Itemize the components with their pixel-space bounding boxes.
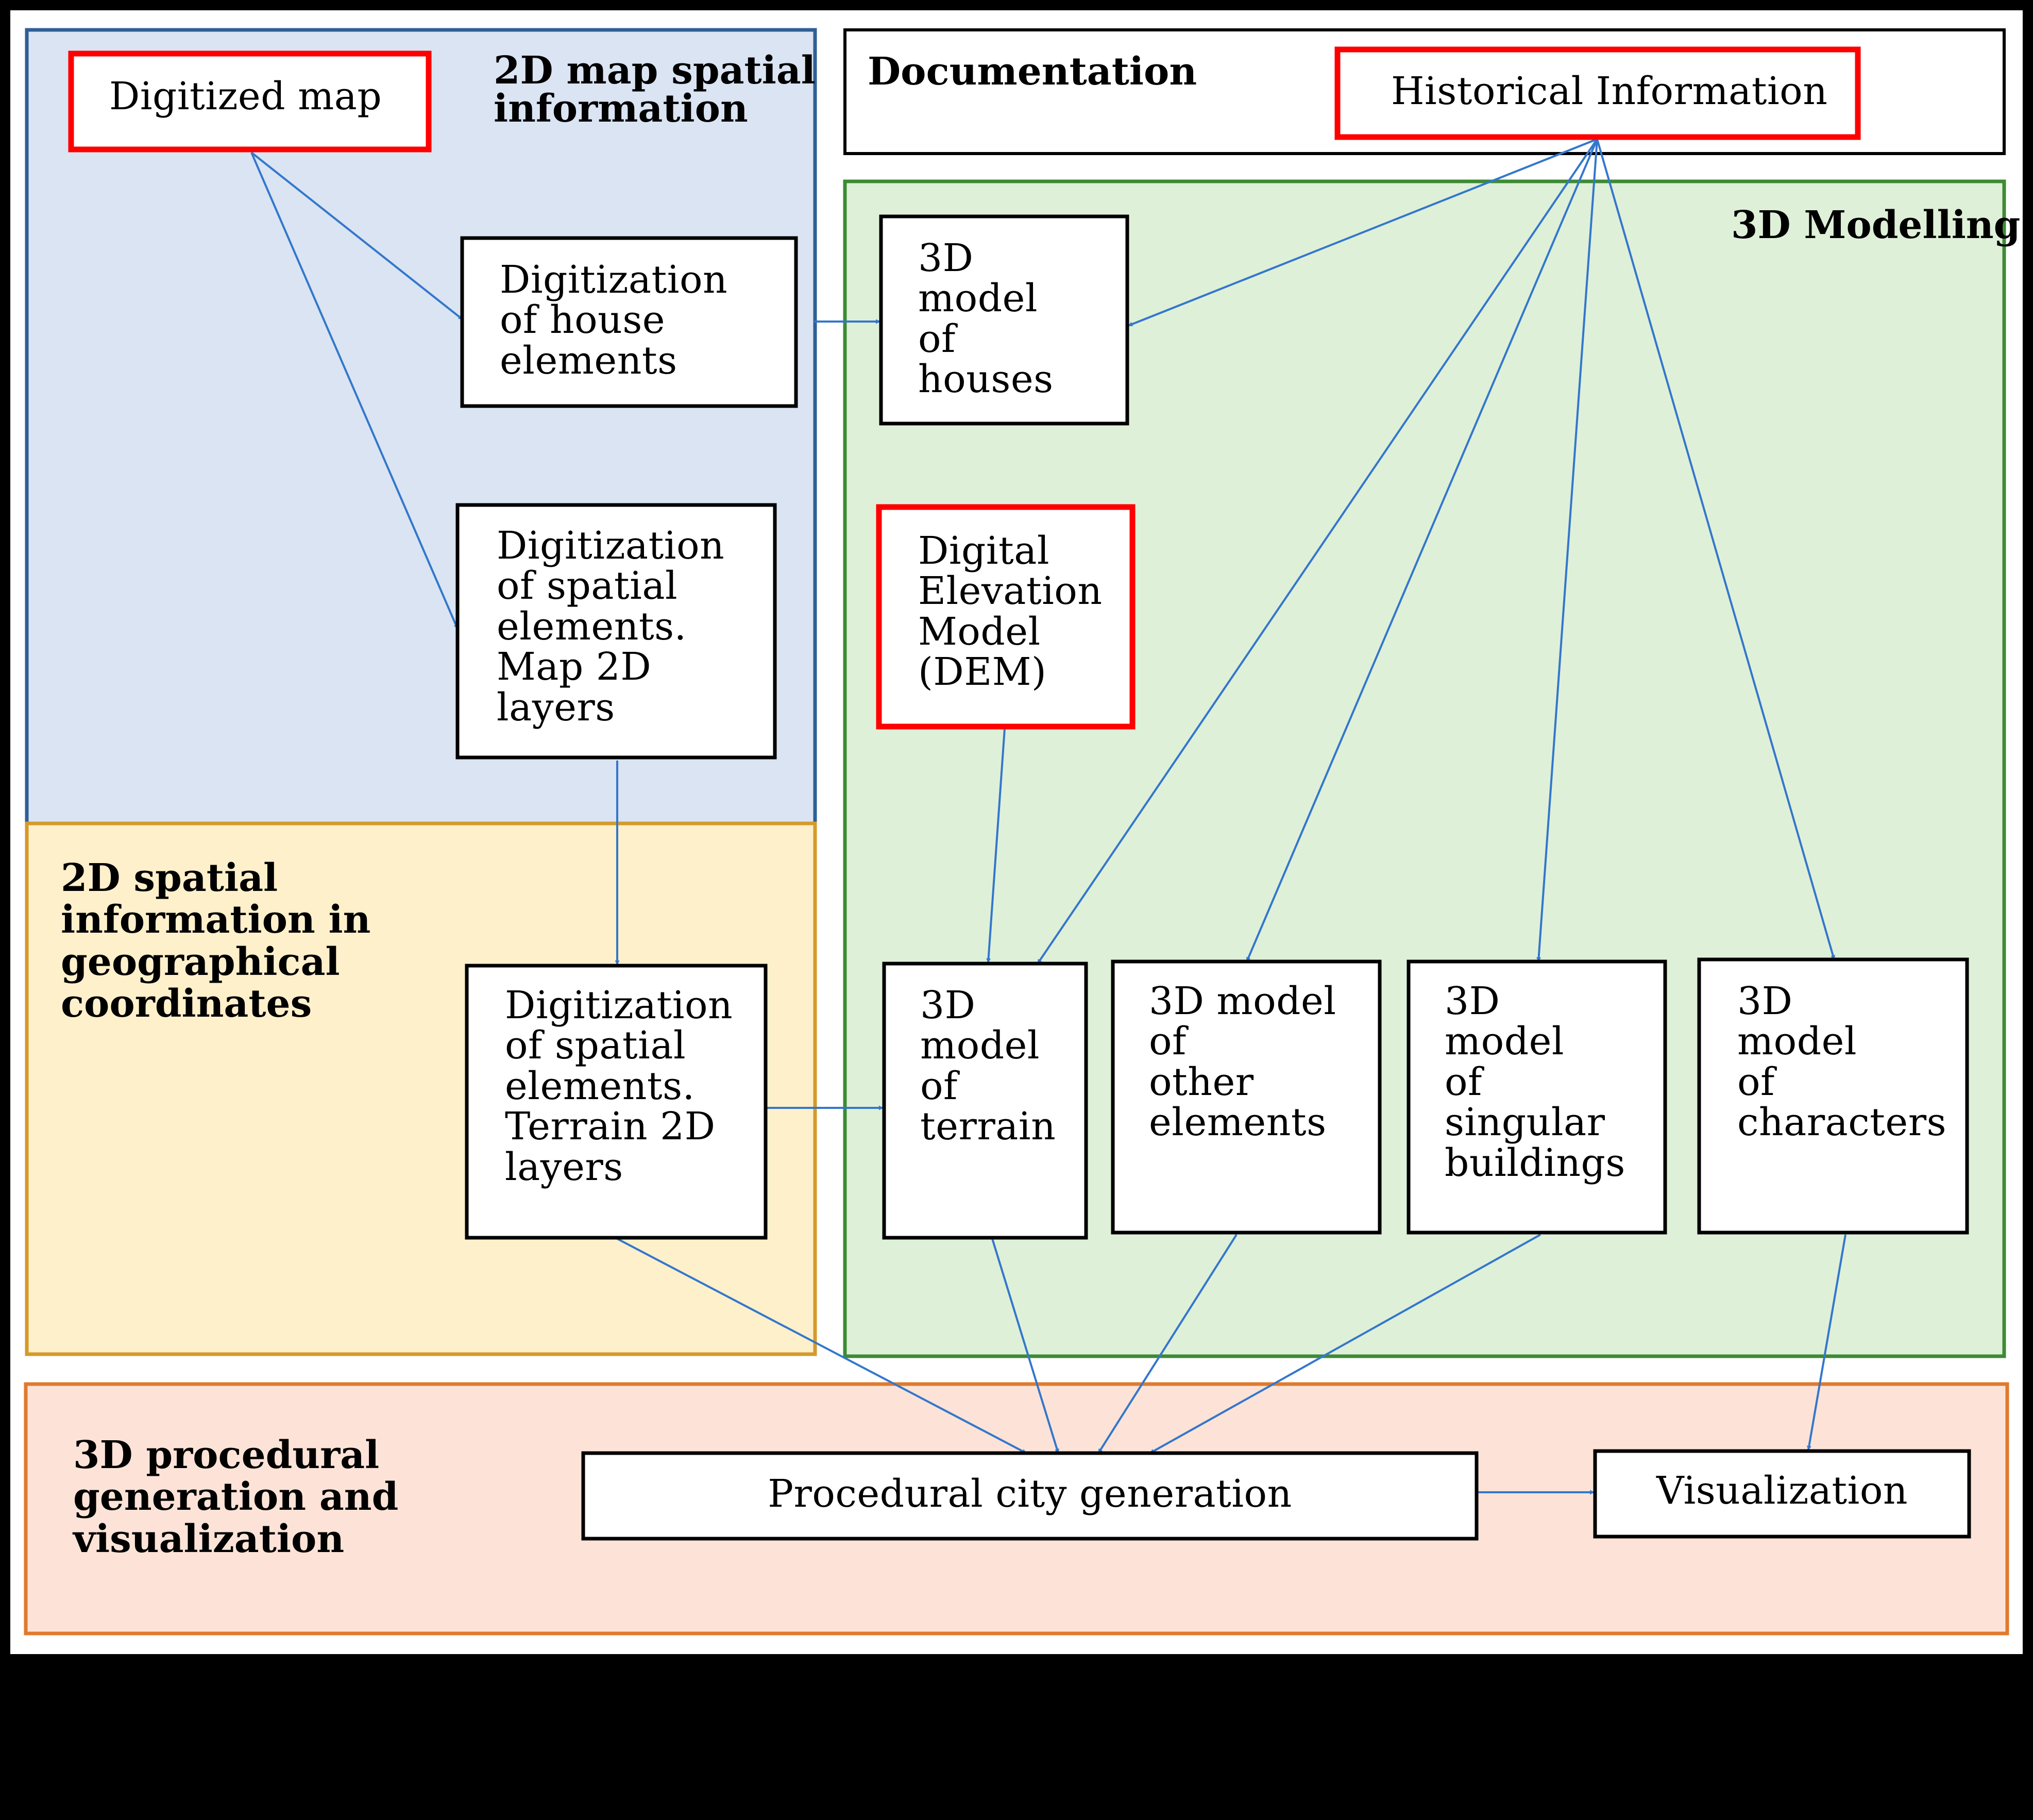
node-model-other-box — [1111, 959, 1382, 1235]
node-model-singular-label: 3D model of singular buildings — [1445, 979, 1625, 1185]
edge-dem-to-model-terrain — [986, 728, 1006, 963]
node-model-houses-box — [879, 214, 1129, 426]
edge-historical-info-to-model-other — [1246, 139, 1598, 962]
edge-model-characters-to-visualization — [1806, 1234, 1846, 1451]
node-visualization-box — [1593, 1449, 1971, 1539]
node-visualization-label: Visualization — [1656, 1469, 1908, 1513]
edge-model-singular-to-procedural-city — [1149, 1234, 1541, 1454]
node-digit-house-box — [460, 236, 798, 408]
edge-digitized-map-to-digit-spatial-map — [250, 152, 459, 629]
node-digit-spatial-terrain-box — [465, 964, 768, 1240]
node-historical-info-box — [1334, 46, 1861, 140]
region-procedural-title: 3D procedural generation and visualizati… — [73, 1433, 399, 1561]
edge-model-terrain-to-procedural-city — [991, 1238, 1059, 1454]
edge-model-other-to-procedural-city — [1097, 1234, 1238, 1454]
node-dem-label: Digital Elevation Model (DEM) — [918, 529, 1103, 695]
node-dem-box — [876, 504, 1136, 730]
node-procedural-city-label: Procedural city generation — [768, 1472, 1292, 1516]
edge-historical-info-to-model-houses — [1128, 138, 1598, 327]
region-modelling-title: 3D Modelling — [1731, 203, 2021, 247]
region-spatial2d-title: 2D spatial information in geographical c… — [61, 856, 371, 1026]
node-model-other-label: 3D model of other elements — [1149, 979, 1336, 1145]
node-digit-house-label: Digitization of house elements — [500, 258, 728, 383]
edge-historical-info-to-model-singular — [1536, 139, 1598, 962]
edge-historical-info-to-model-characters — [1596, 139, 1836, 960]
region-documentation-title: Documentation — [868, 49, 1197, 94]
edge-digitized-map-to-digit-house — [250, 151, 464, 321]
node-model-singular-box — [1407, 959, 1667, 1235]
node-digit-spatial-terrain-label: Digitization of spatial elements. Terrai… — [505, 983, 733, 1189]
node-model-characters-box — [1697, 957, 1969, 1235]
edge-historical-info-to-model-terrain — [1037, 138, 1598, 965]
node-model-characters-label: 3D model of characters — [1737, 979, 1947, 1145]
node-digit-spatial-map-label: Digitization of spatial elements. Map 2D… — [497, 524, 725, 730]
node-digitized-map-label: Digitized map — [109, 74, 382, 119]
edges-layer — [250, 138, 1846, 1495]
edge-digit-spatial-terrain-to-procedural-city — [617, 1238, 1027, 1454]
node-model-houses-label: 3D model of houses — [918, 236, 1054, 402]
node-model-terrain-label: 3D model of terrain — [920, 983, 1056, 1149]
node-digitized-map-box — [68, 50, 432, 153]
node-model-terrain-box — [882, 962, 1088, 1240]
node-procedural-city-box — [581, 1451, 1479, 1541]
node-historical-info-label: Historical Information — [1391, 69, 1828, 113]
node-digit-spatial-map-box — [455, 503, 777, 760]
region-map2d-title: 2D map spatial information — [494, 48, 816, 131]
